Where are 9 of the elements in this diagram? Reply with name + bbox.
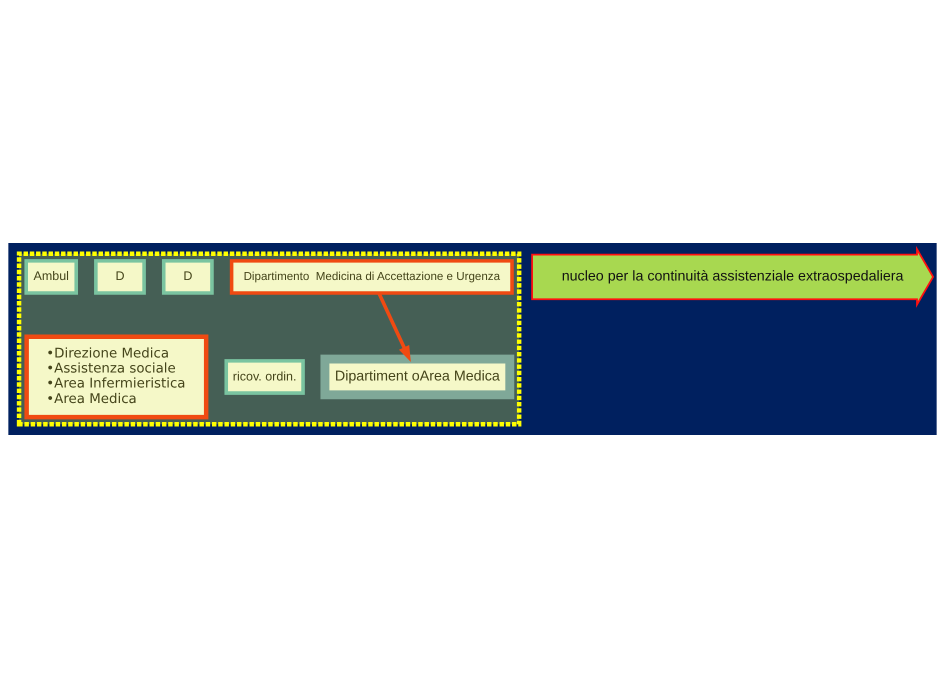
- arrow: [377, 292, 411, 362]
- cluster: [16, 251, 522, 427]
- node-box: Ambul: [24, 259, 78, 295]
- node-box: •Direzione Medica •Assistenza sociale •Area Infermieristica •Area Medica: [24, 334, 208, 420]
- node-box: Dipartimento Medicina di Accettazione e Urgenza: [230, 259, 514, 295]
- node-box: D: [162, 259, 214, 295]
- node-box: ricov. ordin.: [224, 359, 305, 395]
- node-box: Dipartiment oArea Medica: [320, 354, 514, 400]
- node-box: D: [94, 259, 146, 295]
